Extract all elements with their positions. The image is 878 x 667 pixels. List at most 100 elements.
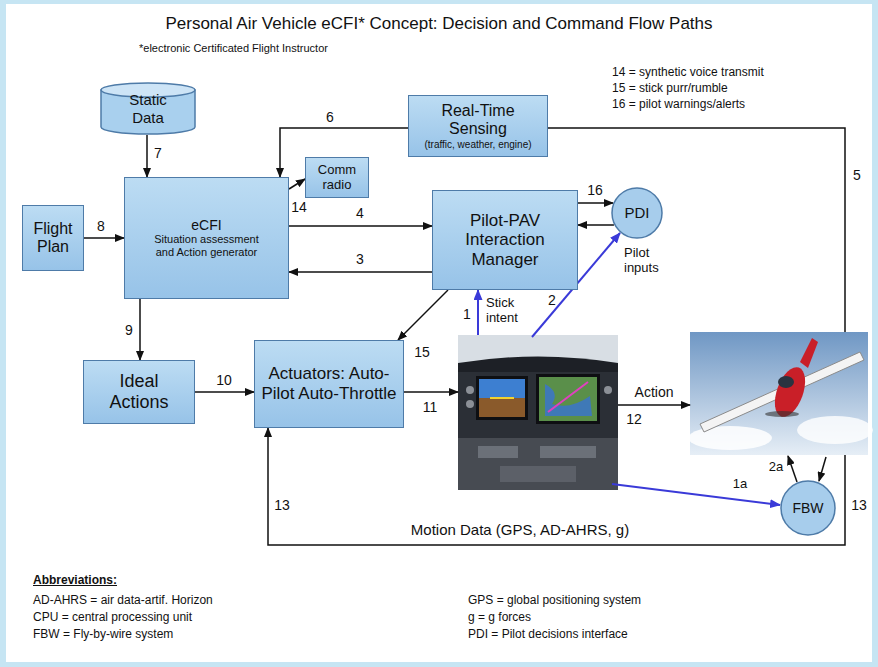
- cylinder-body: [101, 90, 195, 134]
- callout-number: 13: [274, 497, 290, 513]
- knob: [466, 400, 474, 408]
- propeller: [765, 411, 799, 417]
- node-label: PDI: [624, 204, 649, 221]
- edge-number: 10: [216, 372, 232, 388]
- edge-number: 8: [97, 218, 105, 234]
- pfd-sky: [479, 379, 525, 398]
- abbreviation-entry: PDI = Pilot decisions interface: [468, 628, 628, 642]
- flow-arrow: [139, 299, 141, 360]
- wing: [700, 352, 864, 432]
- knob: [604, 386, 612, 394]
- abbreviation-entry: g = g forces: [468, 611, 531, 625]
- aircraft-picture: [688, 332, 873, 455]
- map-route: [548, 382, 588, 412]
- abbreviation-entry: AD-AHRS = air data-artif. Horizon: [33, 594, 213, 608]
- switch-row: [478, 446, 518, 458]
- circle-shape: [612, 188, 662, 238]
- node-sublabel: (traffic, weather, engine): [424, 139, 531, 151]
- sensing-box: Real-Time Sensing(traffic, weather, engi…: [408, 95, 548, 157]
- flow-arrow: [289, 179, 305, 189]
- flow-label: Action: [635, 384, 674, 400]
- flow-label: Motion Data (GPS, AD-AHRS, g): [411, 521, 629, 538]
- edge-number: 14: [291, 199, 307, 215]
- key-entry: 16 = pilot warnings/alerts: [612, 98, 745, 112]
- fbw-circle: FBW: [780, 480, 836, 536]
- callout-number: 2: [548, 292, 556, 308]
- node-label: Pilot-PAV Interaction Manager: [438, 211, 572, 270]
- abbreviation-entry: GPS = global positioning system: [468, 594, 641, 608]
- subtitle-note: *electronic Certificated Flight Instruct…: [139, 42, 328, 55]
- process-box: Ideal Actions: [83, 360, 195, 424]
- cockpit-picture: [458, 335, 618, 490]
- callout-number: 5: [853, 167, 861, 183]
- interface-circle: PDI: [611, 187, 663, 239]
- process-box: eCFISituation assessment and Action gene…: [124, 177, 289, 299]
- edge-number: 9: [125, 322, 133, 338]
- flow-label: Pilot inputs: [624, 246, 674, 276]
- cloud: [797, 416, 873, 444]
- signal-line: [548, 128, 845, 332]
- mfd-bezel: [536, 374, 600, 424]
- callout-number: 1: [463, 306, 471, 322]
- actuator-box: Actuators: Auto-Pilot Auto-Throttle: [254, 340, 404, 428]
- node-label: Static Data: [118, 91, 178, 126]
- input-box: Flight Plan: [22, 205, 84, 271]
- radio-box: Comm radio: [305, 157, 369, 198]
- flow-arrow: [398, 290, 448, 340]
- glareshield: [458, 357, 618, 373]
- command-line: [404, 391, 458, 393]
- node-label: Actuators: Auto-Pilot Auto-Throttle: [260, 364, 398, 403]
- flow-arrow: [146, 135, 148, 177]
- knob: [466, 386, 474, 394]
- cockpit-panel: [458, 335, 618, 490]
- edge-number: 7: [154, 145, 162, 161]
- edge-number: 3: [356, 251, 364, 267]
- radio-stack: [500, 466, 576, 482]
- callout-number: 11: [423, 399, 438, 415]
- lower-console: [458, 438, 618, 490]
- flow-arrow: [289, 271, 432, 273]
- switch-row: [540, 446, 596, 458]
- flow-arrow: [578, 224, 614, 226]
- canopy: [778, 376, 794, 388]
- node-label: Comm radio: [310, 163, 364, 193]
- fbw-feedback-line: [819, 457, 826, 481]
- flow-arrow: [84, 237, 124, 239]
- flow-arrow: [195, 391, 254, 393]
- node-label: Flight Plan: [27, 220, 79, 257]
- node-sublabel: Situation assessment and Action generato…: [148, 233, 266, 258]
- node-label: eCFI: [191, 217, 221, 233]
- key-entry: 14 = synthetic voice transmit: [612, 66, 764, 80]
- motion-data-line: [268, 428, 845, 545]
- callout-number: 12: [626, 411, 642, 427]
- fbw-input-line: [612, 484, 780, 505]
- callout-number: 2a: [769, 460, 783, 475]
- abbreviations-heading: Abbreviations:: [33, 574, 117, 588]
- circle-shape: [781, 481, 835, 535]
- pfd-ground: [479, 398, 525, 417]
- abbreviation-entry: FBW = Fly-by-wire system: [33, 628, 173, 642]
- edge-number: 4: [356, 205, 364, 221]
- cloud: [688, 426, 772, 450]
- key-entry: 15 = stick purr/rumble: [612, 82, 728, 96]
- pfd-bezel: [476, 376, 528, 420]
- pfd-horizon: [490, 397, 514, 399]
- edge-number: 16: [587, 182, 603, 198]
- manager-box: Pilot-PAV Interaction Manager: [432, 190, 578, 290]
- diagram-title: Personal Air Vehicle eCFI* Concept: Deci…: [165, 14, 712, 34]
- fbw-output-line: [788, 456, 797, 482]
- stick-intent-line: [477, 290, 479, 335]
- tail: [800, 338, 818, 368]
- callout-number: 13: [851, 497, 867, 513]
- callout-number: 1a: [733, 477, 747, 492]
- flow-arrow: [289, 225, 432, 227]
- node-label: Ideal Actions: [89, 371, 189, 412]
- node-label: FBW: [792, 500, 823, 516]
- map-water: [545, 384, 592, 416]
- flow-arrow: [578, 202, 613, 204]
- mfd-map: [539, 377, 597, 421]
- edge-number: 15: [414, 344, 430, 360]
- action-line: [618, 404, 690, 406]
- flow-label: Stick intent: [486, 296, 532, 326]
